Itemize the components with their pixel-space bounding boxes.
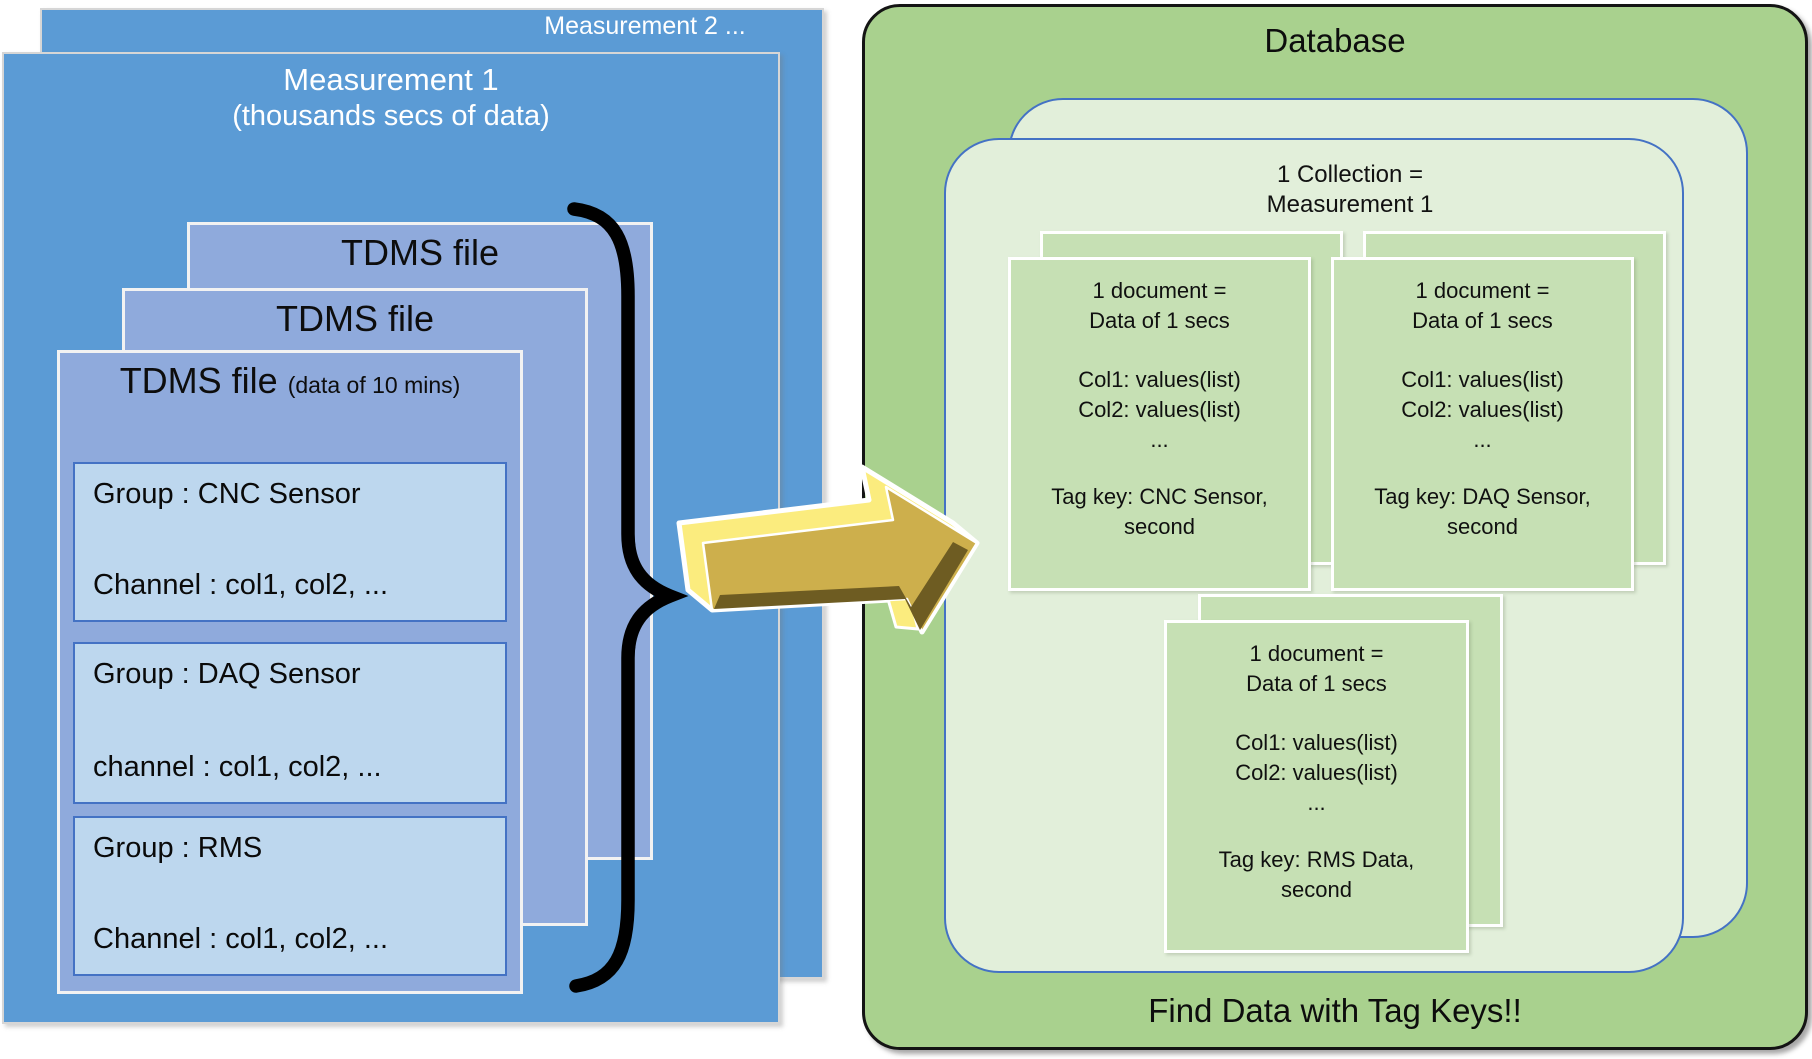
measurement1-subtitle: (thousands secs of data) — [232, 100, 550, 132]
group-cnc-channel: Channel : col1, col2, ... — [93, 569, 388, 601]
database-footer: Find Data with Tag Keys!! — [1148, 992, 1522, 1029]
collection-label: 1 Collection = Measurement 1 — [1050, 160, 1650, 220]
doc-rms-col1: Col1: values(list) — [1235, 730, 1398, 755]
group-daq-label: Group : DAQ Sensor — [93, 658, 361, 690]
group-box-daq: Group : DAQ Sensor channel : col1, col2,… — [73, 642, 507, 804]
group-box-cnc: Group : CNC Sensor Channel : col1, col2,… — [73, 462, 507, 622]
doc-rms-header1: 1 document = — [1249, 641, 1384, 666]
doc-rms-tag2: second — [1281, 877, 1352, 902]
tdms-file-label-middle: TDMS file — [275, 298, 434, 339]
group-box-rms: Group : RMS Channel : col1, col2, ... — [73, 816, 507, 976]
doc-rms-col2: Col2: values(list) — [1235, 760, 1398, 785]
doc-cnc-header2: Data of 1 secs — [1089, 308, 1230, 333]
doc-daq-tag1: Tag key: DAQ Sensor, — [1374, 484, 1591, 509]
document-cnc: 1 document = Data of 1 secs Col1: values… — [1008, 257, 1311, 591]
tdms-file-label-front: TDMS file (data of 10 mins) — [57, 360, 523, 402]
doc-rms-ellipsis: ... — [1307, 790, 1326, 815]
database-title: Database — [1264, 22, 1406, 59]
group-daq-channel: channel : col1, col2, ... — [93, 751, 382, 783]
doc-daq-col2: Col2: values(list) — [1401, 397, 1564, 422]
tdms-file-label-back: TDMS file — [340, 232, 499, 273]
doc-cnc-col2: Col2: values(list) — [1078, 397, 1241, 422]
tdms-file-title: TDMS file — [119, 360, 278, 401]
doc-rms-tag1: Tag key: RMS Data, — [1218, 847, 1415, 872]
group-rms-label: Group : RMS — [93, 832, 263, 864]
doc-daq-header2: Data of 1 secs — [1412, 308, 1553, 333]
document-rms: 1 document = Data of 1 secs Col1: values… — [1164, 620, 1469, 953]
doc-daq-col1: Col1: values(list) — [1401, 367, 1564, 392]
tdms-file-title-note: (data of 10 mins) — [287, 372, 461, 398]
doc-daq-header1: 1 document = — [1415, 278, 1550, 303]
collection-label-line2: Measurement 1 — [1266, 191, 1434, 218]
doc-cnc-ellipsis: ... — [1150, 427, 1169, 452]
collection-label-line1: 1 Collection = — [1276, 161, 1424, 188]
group-rms-channel: Channel : col1, col2, ... — [93, 923, 388, 955]
measurement1-title: Measurement 1 — [283, 62, 499, 97]
doc-cnc-header1: 1 document = — [1092, 278, 1227, 303]
doc-rms-header2: Data of 1 secs — [1246, 671, 1387, 696]
measurement2-label: Measurement 2 ... — [544, 12, 746, 40]
doc-cnc-col1: Col1: values(list) — [1078, 367, 1241, 392]
document-daq: 1 document = Data of 1 secs Col1: values… — [1331, 257, 1634, 591]
doc-daq-tag2: second — [1447, 514, 1518, 539]
doc-daq-ellipsis: ... — [1473, 427, 1492, 452]
group-cnc-label: Group : CNC Sensor — [93, 478, 361, 510]
doc-cnc-tag1: Tag key: CNC Sensor, — [1051, 484, 1268, 509]
doc-cnc-tag2: second — [1124, 514, 1195, 539]
